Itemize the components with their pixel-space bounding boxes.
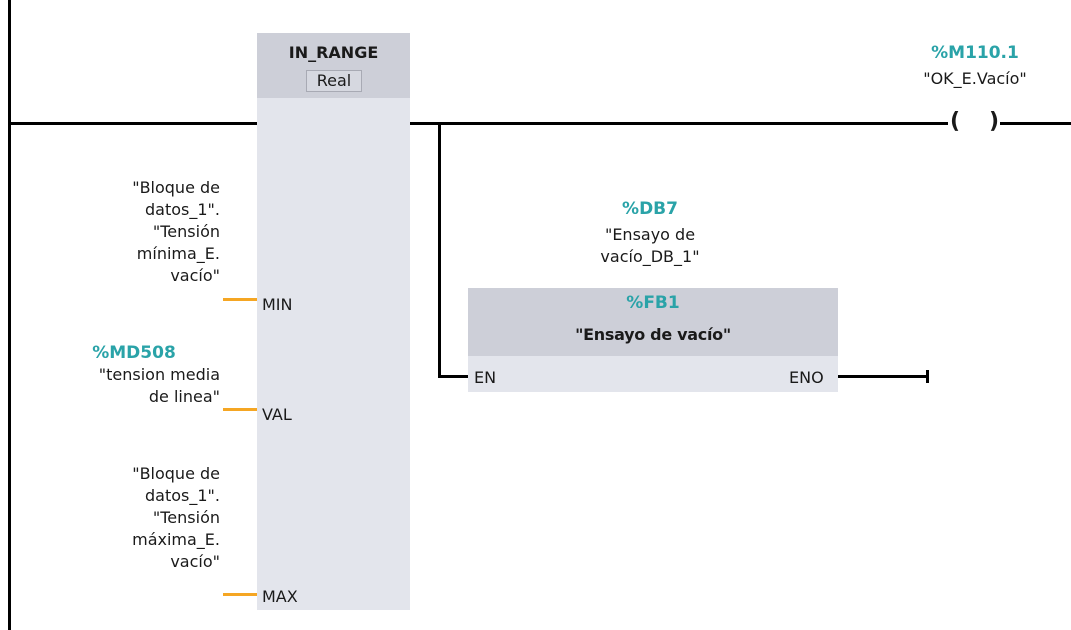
- fb-instance-name-line: vacío_DB_1": [600, 247, 700, 266]
- operand-val-line: de linea": [148, 387, 220, 406]
- operand-max-line: datos_1".: [145, 486, 220, 505]
- coil-address: %M110.1: [931, 43, 1019, 63]
- rung-line-right: [410, 122, 948, 125]
- pin-min: MIN: [262, 295, 293, 314]
- coil-name[interactable]: "OK_E.Vacío": [923, 69, 1027, 88]
- wire-max: [223, 593, 257, 596]
- operand-min-line: datos_1".: [145, 200, 220, 219]
- branch-to-en: [438, 375, 468, 378]
- coil-right-paren[interactable]: ): [989, 109, 1000, 134]
- operand-min-line: "Tensión: [152, 222, 220, 241]
- fb-pin-eno: ENO: [789, 368, 824, 387]
- operand-max[interactable]: "Bloque de datos_1". "Tensión máxima_E. …: [60, 463, 220, 573]
- operand-val[interactable]: %MD508 "tension media de linea": [30, 342, 220, 408]
- operand-val-address: %MD508: [92, 343, 176, 363]
- in-range-block[interactable]: [257, 33, 410, 610]
- fb-instance-name-line: "Ensayo de: [604, 225, 696, 244]
- operand-max-line: "Tensión: [152, 508, 220, 527]
- operand-min-line: "Bloque de: [132, 178, 220, 197]
- branch-vertical: [438, 122, 441, 378]
- fb-block-header: [468, 288, 838, 356]
- fb-address: %FB1: [626, 293, 680, 313]
- fb-instance-address: %DB7: [622, 199, 678, 219]
- operand-min-line: vacío": [170, 266, 220, 285]
- in-range-title: IN_RANGE: [288, 43, 379, 62]
- rung-line-end: [1000, 122, 1071, 125]
- operand-min-line: mínima_E.: [136, 244, 220, 263]
- operand-max-line: "Bloque de: [132, 464, 220, 483]
- in-range-type[interactable]: Real: [306, 70, 362, 92]
- eno-wire: [838, 375, 928, 378]
- fb-pin-en: EN: [474, 368, 497, 387]
- pin-max: MAX: [262, 587, 298, 606]
- wire-val: [223, 408, 257, 411]
- left-power-rail: [8, 0, 11, 630]
- operand-val-line: "tension media: [98, 365, 220, 384]
- fb-instance-name[interactable]: "Ensayo de vacío_DB_1": [560, 224, 740, 268]
- wire-min: [223, 298, 257, 301]
- operand-max-line: vacío": [170, 552, 220, 571]
- pin-val: VAL: [262, 405, 292, 424]
- fb-name[interactable]: "Ensayo de vacío": [575, 325, 731, 344]
- operand-max-line: máxima_E.: [132, 530, 220, 549]
- rung-line-left: [11, 122, 257, 125]
- operand-min[interactable]: "Bloque de datos_1". "Tensión mínima_E. …: [60, 177, 220, 287]
- coil-left-paren[interactable]: (: [950, 109, 961, 134]
- eno-wire-end: [926, 370, 929, 383]
